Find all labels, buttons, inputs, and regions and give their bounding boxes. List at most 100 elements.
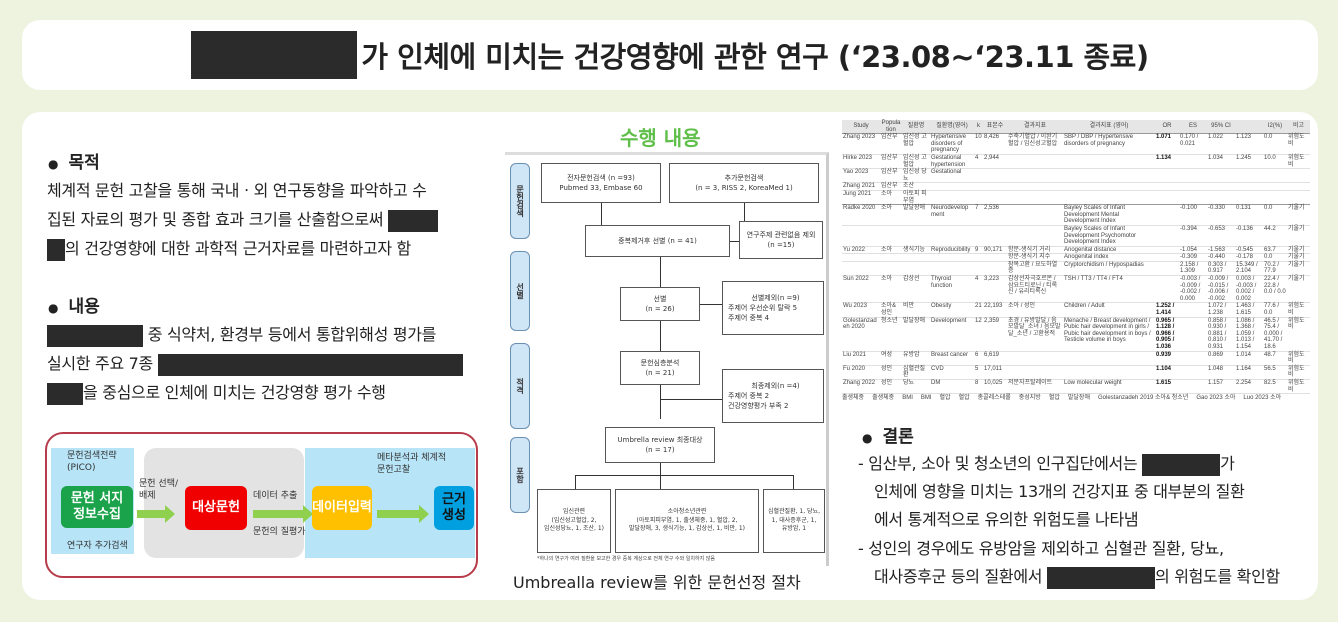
table-cell: 잠복고환 / 요도하열증 — [1007, 261, 1063, 277]
table-cell: -0.136 — [1235, 225, 1263, 247]
table-cell: 10 — [974, 133, 983, 155]
table-cell: -0.440 — [1207, 253, 1235, 262]
workflow-diagram: 문헌검색전략 (PICO) 문헌 서지 정보수집 연구자 추가검색 문헌 선택/… — [45, 432, 478, 578]
table-cell: 기울기 — [1287, 261, 1310, 277]
table-cell — [1007, 204, 1063, 226]
table-cell — [930, 225, 974, 247]
table-cell — [1263, 182, 1287, 191]
table-cell: CVD — [930, 365, 974, 380]
table-cell: 90,171 — [983, 246, 1007, 255]
table-cell — [974, 182, 983, 191]
table-cell: 초경 / 유방발달 / 음모발달_소녀 / 음모발달_소년 / 고환용적 — [1007, 317, 1063, 352]
table-header: Study — [842, 120, 880, 135]
table-cell: -0.309 — [1179, 253, 1207, 262]
table-cell — [1287, 168, 1310, 184]
table-header: 표본수 — [983, 120, 1007, 135]
table-cell — [1063, 182, 1155, 191]
table-header: I2(%) — [1263, 120, 1287, 135]
table-cell — [842, 261, 880, 277]
table-cell: 1.245 — [1235, 154, 1263, 170]
table-cell: 1.157 — [1207, 379, 1235, 395]
table-cell: 기울기 — [1287, 253, 1310, 262]
extract-label: 데이터 추출 — [253, 491, 298, 501]
table-cell: Hirke 2023 — [842, 154, 880, 170]
table-header: ES — [1179, 120, 1207, 135]
conclusion-heading: ●결론 — [862, 427, 914, 447]
table-header: OR — [1155, 120, 1179, 135]
table-cell: 항문-생식기 거리 — [1007, 246, 1063, 255]
flowchart-caption: Umbrealla review를 위한 문헌선정 절차 — [513, 573, 801, 592]
table-cell: 22.4 / 22.8 / 0.0 / 0.0 — [1263, 275, 1287, 304]
table-cell: Hypertensive disorders of pregnancy — [930, 133, 974, 155]
table-cell — [1155, 246, 1179, 255]
table-cell: 1.463 / 1.615 — [1235, 302, 1263, 318]
table-cell — [983, 253, 1007, 262]
table-cell: 성인 — [880, 379, 902, 395]
table-cell: 17,011 — [983, 365, 1007, 380]
table-cell: 발달장애 — [1067, 395, 1090, 402]
table-header: 질환명(영어) — [930, 120, 974, 135]
extra-search-box: 추가문헌검색(n = 3, RISS 2, KoreaMed 1) — [669, 163, 819, 203]
group-box: 소아청소년관련(아토피피부염, 1, 출생체중, 1, 혈압, 2, 발달장애,… — [615, 489, 759, 553]
table-header: 결과지표 (영어) — [1063, 120, 1155, 135]
table-cell: 위험도비 — [1287, 365, 1310, 380]
table-cell: Sun 2022 — [842, 275, 880, 304]
table-cell: -0.653 — [1207, 225, 1235, 247]
table-cell: 46.5 / 75.4 / 0.000 / 41.70 / 18.6 — [1263, 317, 1287, 352]
table-cell — [1007, 365, 1063, 380]
table-cell: 소아 — [880, 204, 902, 226]
search-strategy-label: 문헌검색전략 (PICO) — [67, 451, 117, 474]
table-header: 비고 — [1287, 120, 1310, 135]
table-cell — [842, 253, 880, 262]
table-cell: 수축기혈압 / 이완기혈압 / 임신성고혈압 — [1007, 133, 1063, 155]
table-cell: 77.6 / 0.0 — [1263, 302, 1287, 318]
table-cell — [983, 261, 1007, 277]
table-cell — [930, 182, 974, 191]
table-cell: 위험도비 — [1287, 154, 1310, 170]
table-cell: 혈압 — [1048, 395, 1060, 402]
table-cell — [1007, 190, 1063, 206]
table-cell: Obesity — [930, 302, 974, 318]
table-cell — [1155, 204, 1179, 226]
table-cell: 위험도비 — [1287, 133, 1310, 155]
table-cell: 임산부 — [880, 168, 902, 184]
table-cell: 6 — [974, 351, 983, 366]
table-cell — [983, 168, 1007, 184]
table-cell: 성인 — [880, 365, 902, 380]
table-cell: 위험도비 — [1287, 317, 1310, 352]
table-cell: 0.170 / 0.021 — [1179, 133, 1207, 155]
table-cell — [930, 190, 974, 206]
content-line: 을 중심으로 인체에 미치는 건강영향 평가 수행 — [47, 379, 386, 405]
table-header: k — [974, 120, 983, 135]
table-cell: 조산 — [902, 182, 930, 191]
group-box: 임신관련(임신성고혈압, 2, 임신성당뇨, 1, 조산, 1) — [537, 489, 611, 553]
table-cell: 44.2 — [1263, 225, 1287, 247]
table-cell: 82.5 — [1263, 379, 1287, 395]
table-cell: Breast cancer — [930, 351, 974, 366]
table-cell: 발달장애 — [902, 317, 930, 352]
table-cell: -0.009 / -0.015 / -0.006 / -0.002 — [1207, 275, 1235, 304]
table-cell: 12 — [974, 317, 983, 352]
table-cell: 1.048 — [1207, 365, 1235, 380]
stage-label: 포함 — [510, 437, 530, 513]
table-cell — [983, 225, 1007, 247]
table-cell: 15.349 / 2.104 — [1235, 261, 1263, 277]
table-cell: Zhang 2021 — [842, 182, 880, 191]
full-review-box: 문헌심층분석(n = 21) — [620, 351, 700, 385]
table-cell: 기울기 — [1287, 275, 1310, 304]
arrow-icon — [137, 505, 175, 523]
table-cell: 소아 — [880, 246, 902, 255]
db-search-box: 전자문헌검색 (n =93)Pubmed 33, Embase 60 — [541, 163, 661, 203]
table-cell — [880, 261, 902, 277]
table-cell: 1.022 — [1207, 133, 1235, 155]
table-cell: Golestanzadeh 2019 소아& 청소년 — [1097, 395, 1189, 402]
table-cell — [1063, 168, 1155, 184]
table-cell: 위험도비 — [1287, 351, 1310, 366]
table-cell: 2,944 — [983, 154, 1007, 170]
footnote: *하나의 연구가 여러 질환을 보고한 경우 중복 계상으로 전체 연구 수와 … — [537, 556, 715, 562]
table-cell: 0.965 / 1.128 / 0.966 / 0.905 / 1.036 — [1155, 317, 1179, 352]
table-cell: 8,426 — [983, 133, 1007, 155]
